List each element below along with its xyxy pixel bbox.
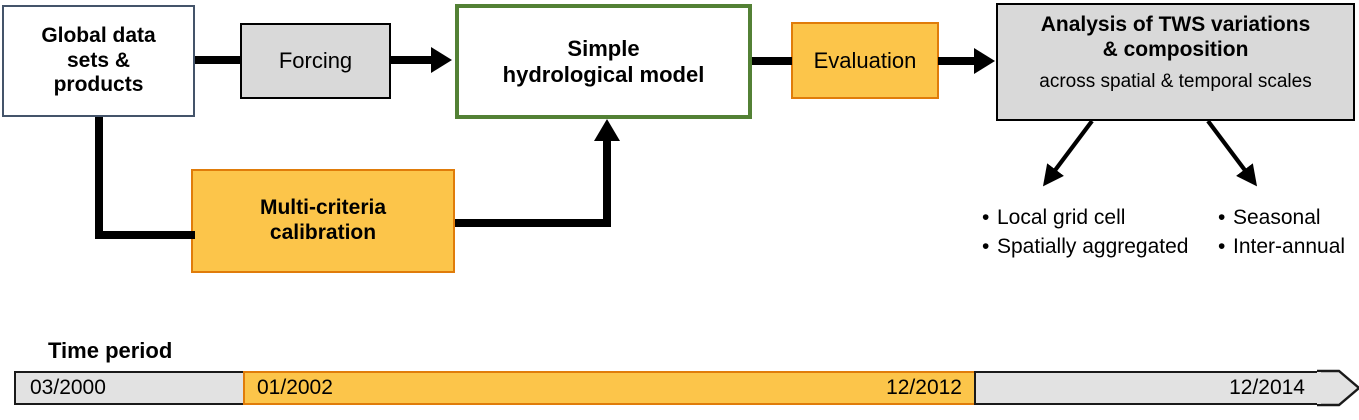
connector-evaluation-to-analysis-stem: [938, 57, 978, 65]
list-item: • Local grid cell: [982, 204, 1188, 233]
bullet-label: Seasonal: [1233, 206, 1321, 229]
box-global-line-2: sets &: [66, 48, 131, 72]
timeline-bar[interactable]: 03/2000 01/2002 12/2012 12/2014: [14, 369, 1359, 407]
box-analysis-subtitle: across spatial & temporal scales: [1039, 71, 1312, 93]
bullet-marker-icon: •: [1218, 206, 1226, 229]
box-model-line-1: Simple: [567, 35, 640, 61]
connector-global-to-forcing: [195, 56, 241, 64]
box-global-line-3: products: [53, 73, 144, 97]
box-analysis-tws-variations[interactable]: Analysis of TWS variations & composition…: [996, 3, 1355, 121]
timeline-label-calibration-end: 12/2012: [886, 376, 962, 399]
box-global-data-sets[interactable]: Global data sets & products: [2, 5, 195, 117]
box-calibration-line-1: Multi-criteria: [259, 196, 387, 220]
bullet-list-spatial-scales: • Local grid cell • Spatially aggregated: [982, 204, 1188, 262]
arrow-analysis-to-spatial-bullets: [1042, 119, 1094, 187]
connector-forcing-to-model-stem: [390, 56, 434, 64]
arrow-analysis-to-temporal-bullets: [1206, 119, 1258, 187]
bullet-label: Inter-annual: [1233, 234, 1346, 258]
bullet-label: Local grid cell: [997, 206, 1126, 229]
timeline-label-start: 03/2000: [30, 376, 106, 399]
arrowhead-forcing-to-model: [431, 47, 452, 73]
timeline-segment-post-period[interactable]: 12/2014: [974, 371, 1319, 405]
timeline-arrowhead-icon: [1317, 369, 1359, 407]
bullet-label: Spatially aggregated: [997, 234, 1189, 258]
box-analysis-title-line-1: Analysis of TWS variations: [1040, 13, 1311, 36]
arrowhead-evaluation-to-analysis: [974, 48, 995, 74]
timeline-segment-pre-calibration[interactable]: 03/2000: [14, 371, 245, 405]
box-analysis-title-line-2: & composition: [1102, 38, 1249, 62]
connector-calibration-right-segment: [455, 219, 611, 227]
arrowhead-calibration-to-model: [594, 119, 620, 141]
timeline-segment-calibration-evaluation[interactable]: 01/2002 12/2012: [243, 371, 976, 405]
connector-global-down-segment: [95, 117, 103, 239]
bullet-list-temporal-scales: • Seasonal • Inter-annual: [1218, 204, 1345, 262]
timeline-label-calibration-start: 01/2002: [257, 376, 333, 399]
bullet-marker-icon: •: [982, 234, 990, 258]
list-item: • Inter-annual: [1218, 233, 1345, 262]
box-evaluation[interactable]: Evaluation: [791, 22, 939, 99]
bullet-marker-icon: •: [982, 206, 990, 229]
connector-model-to-evaluation: [752, 57, 792, 65]
list-item: • Seasonal: [1218, 204, 1345, 233]
connector-global-right-to-calibration: [95, 231, 195, 239]
box-calibration-line-2: calibration: [269, 221, 377, 244]
bullet-marker-icon: •: [1218, 234, 1226, 258]
box-multi-criteria-calibration[interactable]: Multi-criteria calibration: [191, 169, 455, 273]
box-forcing[interactable]: Forcing: [240, 23, 391, 99]
box-simple-hydrological-model[interactable]: Simple hydrological model: [455, 4, 752, 119]
timeline-label-end: 12/2014: [1229, 376, 1305, 399]
box-global-line-1: Global data: [41, 23, 156, 47]
connector-calibration-up-segment: [603, 140, 611, 227]
list-item: • Spatially aggregated: [982, 233, 1188, 262]
box-evaluation-label: Evaluation: [813, 47, 917, 73]
box-model-line-2: hydrological model: [502, 61, 705, 87]
time-period-heading: Time period: [48, 338, 173, 363]
box-forcing-label: Forcing: [278, 48, 353, 74]
